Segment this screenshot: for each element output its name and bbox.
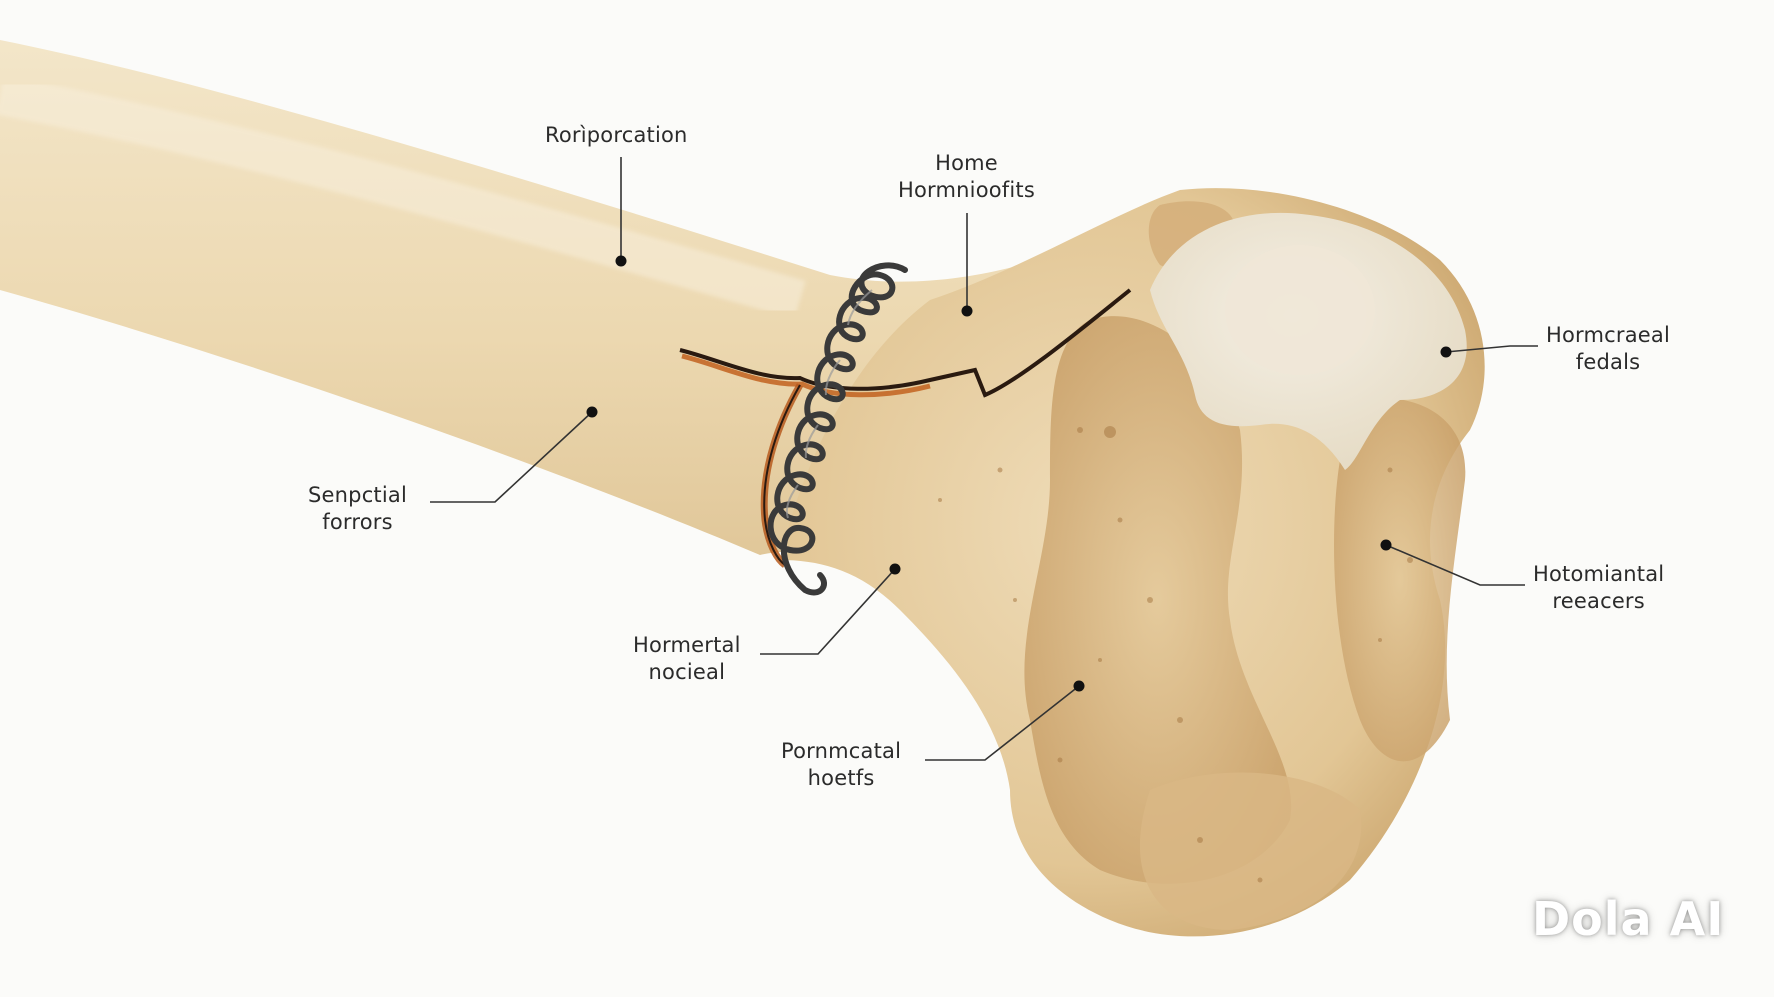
- watermark: Dola AI: [1532, 892, 1725, 946]
- trabecular-bone: [1024, 316, 1292, 884]
- marker-dot: [961, 305, 973, 317]
- marker-dot: [1073, 680, 1085, 692]
- marker-dot: [586, 406, 598, 418]
- label-line: Home: [935, 151, 998, 175]
- label-line: nocieal: [648, 660, 726, 684]
- label-line: Hormnioofits: [898, 178, 1036, 202]
- label-line: Hotomiantal: [1533, 562, 1665, 586]
- label-center-mid: Hormertal nocieal: [633, 632, 741, 686]
- marker-dot: [889, 563, 901, 575]
- label-left-mid: Senpctial forrors: [308, 482, 407, 536]
- fracture-line: [679, 288, 1132, 398]
- label-center-low: Pornmcatal hoetfs: [781, 738, 901, 792]
- label-line: Rorìporcation: [545, 123, 688, 147]
- label-line: Hormertal: [633, 633, 741, 657]
- label-line: fedals: [1575, 350, 1641, 374]
- label-line: Senpctial: [308, 483, 408, 507]
- label-right-lower: Hotomiantal reeacers: [1533, 561, 1664, 615]
- wire-coil: [767, 262, 908, 596]
- marker-dot: [1440, 346, 1452, 358]
- label-top-center: Home Hormnioofits: [898, 150, 1035, 204]
- marker-dot: [615, 255, 627, 267]
- marker-dot: [1380, 539, 1392, 551]
- label-line: reeacers: [1552, 589, 1645, 613]
- label-right-upper: Hormcraeal fedals: [1546, 322, 1670, 376]
- label-line: hoetfs: [807, 766, 875, 790]
- label-line: forrors: [322, 510, 393, 534]
- label-top-left: Rorìporcation: [545, 122, 688, 149]
- label-line: Hormcraeal: [1546, 323, 1671, 347]
- label-line: Pornmcatal: [781, 739, 902, 763]
